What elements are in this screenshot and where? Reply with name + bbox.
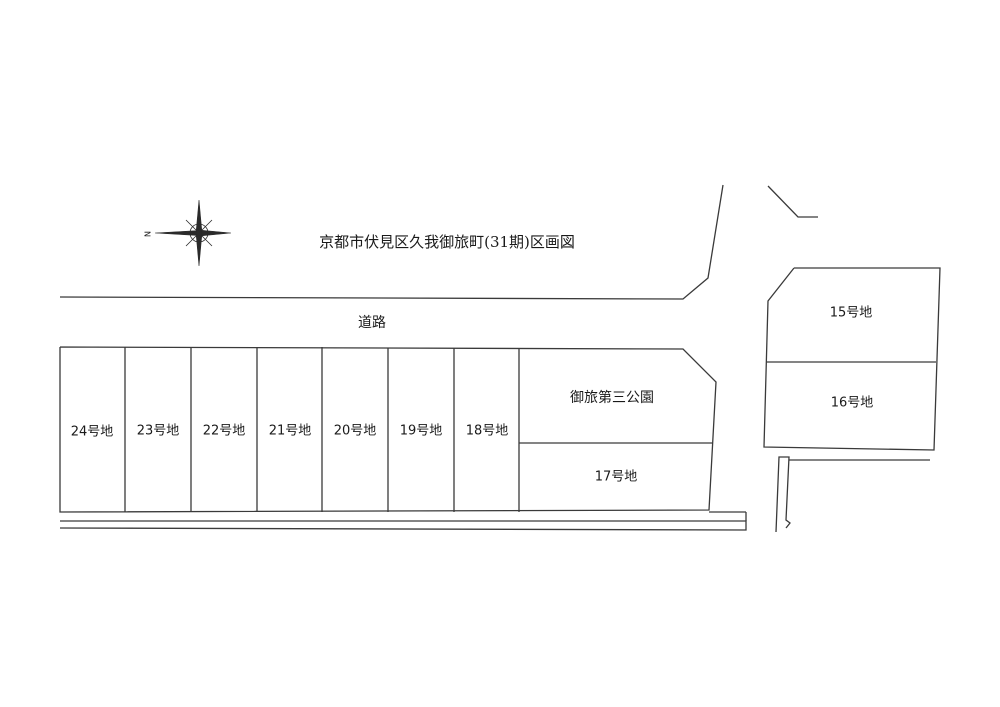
lot-label-21: 21号地	[269, 424, 312, 439]
lot-label-22: 22号地	[203, 424, 246, 439]
lot-label-24: 24号地	[71, 425, 114, 440]
right-block-outline	[763, 267, 941, 451]
lot-label-23: 23号地	[137, 424, 180, 439]
lot-label-15: 15号地	[830, 306, 873, 321]
lot-label-16: 16号地	[831, 396, 874, 411]
road-edge-lower	[59, 520, 747, 531]
road-corner-mark	[767, 185, 818, 218]
lot-label-19: 19号地	[400, 424, 443, 439]
road-edge-upper	[59, 184, 724, 300]
road-label: 道路	[358, 315, 386, 331]
lot-label-20: 20号地	[334, 424, 377, 439]
compass-rose-icon: N	[144, 199, 232, 267]
right-road-edge	[775, 456, 791, 533]
main-block-outline	[59, 346, 717, 513]
compass-north-letter: N	[144, 231, 153, 237]
lot-label-18: 18号地	[466, 424, 509, 439]
lot-label-17: 17号地	[595, 470, 638, 485]
park-label: 御旅第三公園	[570, 389, 654, 406]
map-title: 京都市伏見区久我御旅町(31期)区画図	[319, 233, 575, 251]
